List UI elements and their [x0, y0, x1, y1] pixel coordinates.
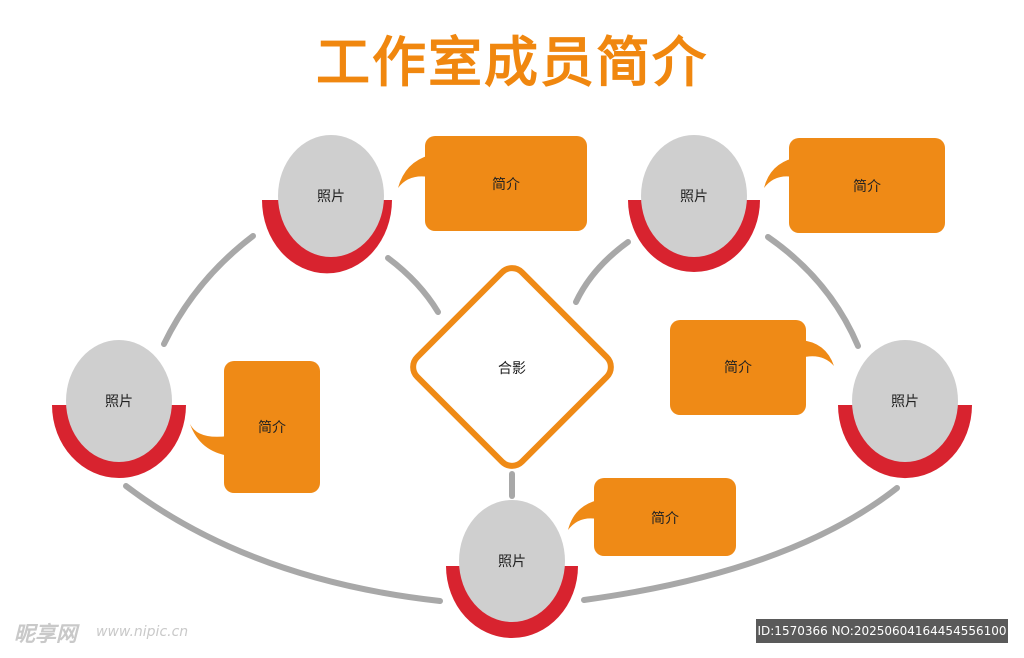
intro-bubble-2 [789, 138, 945, 233]
intro-bubble-3 [670, 320, 806, 415]
photo-placeholder-1 [66, 340, 172, 462]
center-diamond [410, 265, 614, 469]
photo-placeholder-4 [459, 500, 565, 622]
intro-bubble-0 [425, 136, 587, 231]
photo-label-4: 照片 [498, 554, 526, 570]
watermark-logo: 昵享网 [14, 621, 77, 646]
member-card-3: 照片 简介 [670, 320, 972, 479]
photo-label-3: 照片 [891, 394, 919, 410]
intro-label-4: 简介 [651, 510, 679, 527]
photo-label-1: 照片 [105, 394, 133, 410]
member-card-0: 照片 简介 [262, 135, 587, 274]
intro-bubble-4 [594, 478, 736, 556]
center-group-photo: 合影 [410, 265, 614, 469]
photo-label-2: 照片 [680, 189, 708, 205]
connector-m2-center [573, 239, 631, 305]
intro-label-3: 简介 [724, 359, 752, 376]
intro-bubble-1 [224, 361, 320, 493]
watermark-url: www.nipic.cn [96, 624, 189, 640]
connector-m1-m4 [123, 483, 443, 604]
intro-label-0: 简介 [492, 176, 520, 193]
bubble-tail-4 [568, 500, 602, 530]
intro-label-1: 简介 [258, 419, 286, 436]
connectors [123, 233, 900, 604]
diagram-title: 工作室成员简介 [316, 31, 708, 94]
connector-m3-m4 [581, 485, 900, 603]
bubble-tail-1 [190, 424, 230, 456]
photo-placeholder-0 [278, 135, 384, 257]
connector-m0-m1 [161, 233, 256, 347]
watermark-id-bar: ID:1570366 NO:20250604164454556100 [756, 619, 1008, 643]
photo-placeholder-2 [641, 135, 747, 257]
connector-m0-center [385, 255, 441, 315]
member-card-1: 照片 简介 [52, 340, 320, 493]
connector-m2-m3 [765, 234, 861, 349]
bubble-tail-3 [800, 340, 834, 366]
photo-placeholder-3 [852, 340, 958, 462]
intro-label-2: 简介 [853, 178, 881, 195]
center-label: 合影 [498, 361, 526, 377]
member-card-4: 照片 简介 [446, 478, 736, 638]
member-card-2: 照片 简介 [628, 135, 945, 272]
photo-label-0: 照片 [317, 189, 345, 205]
